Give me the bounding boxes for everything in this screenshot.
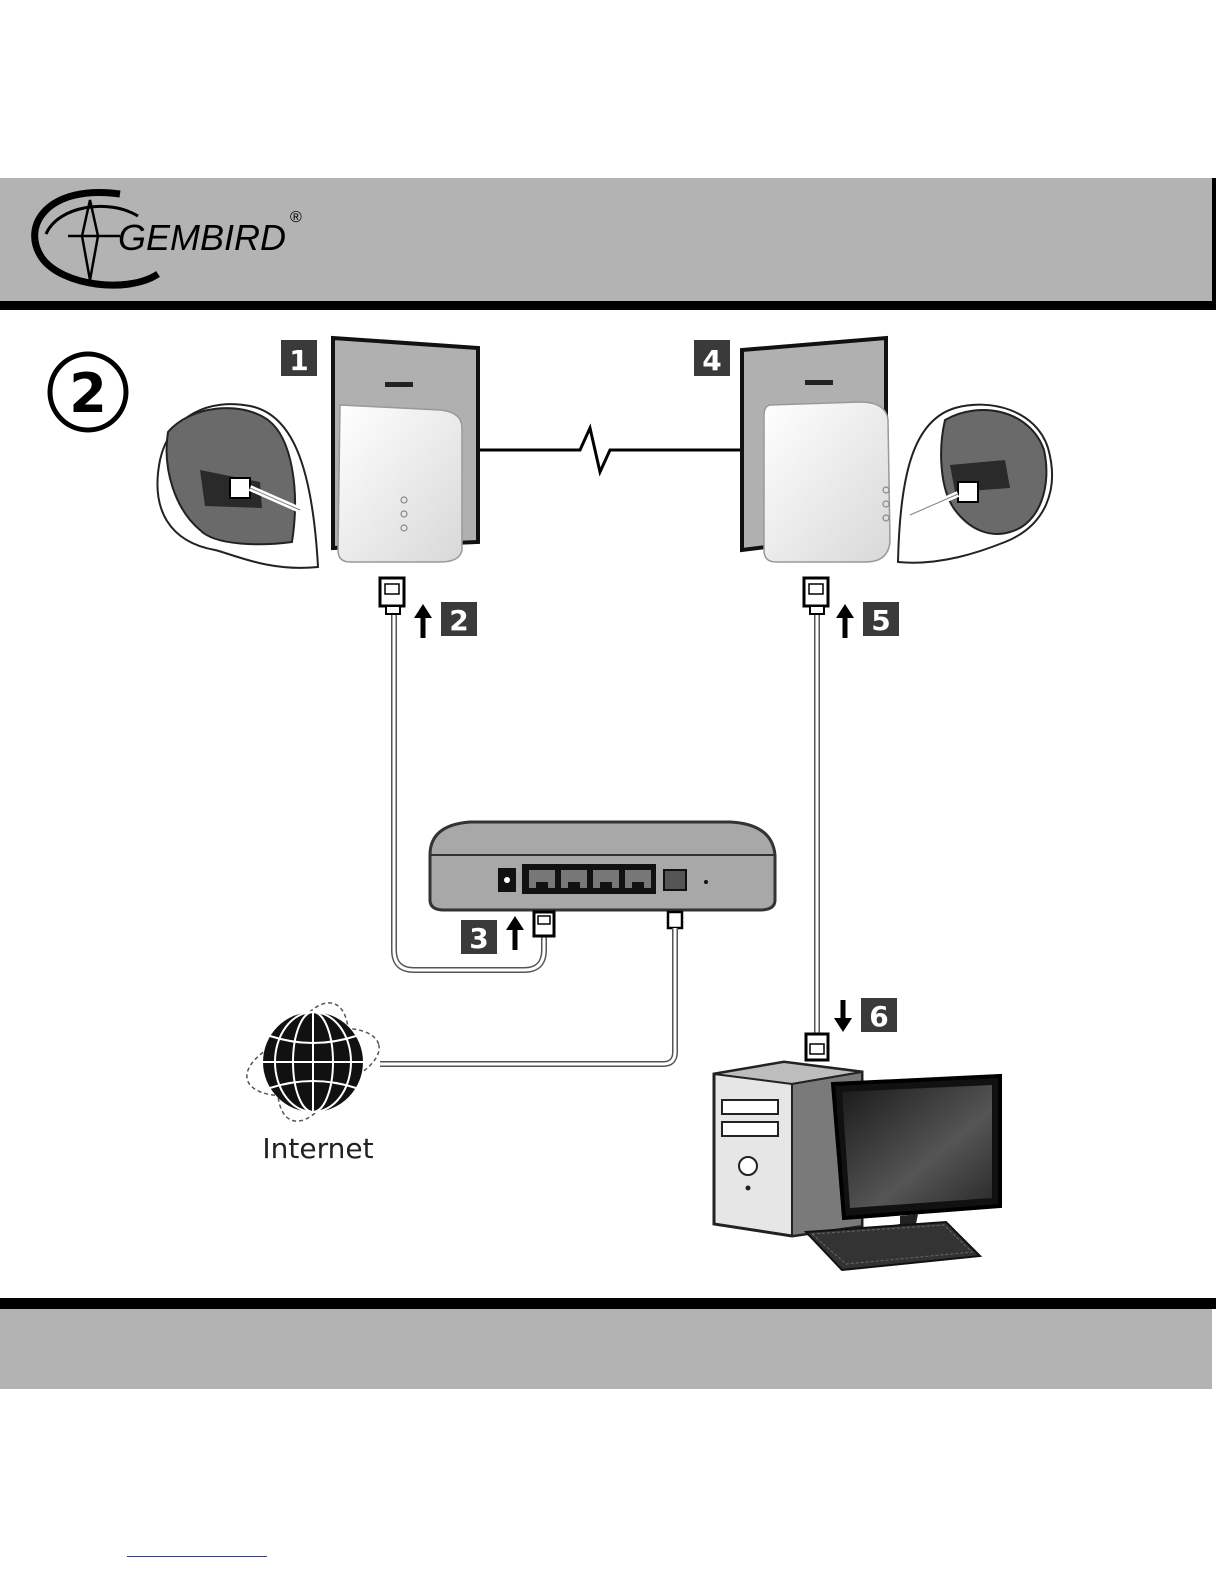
pc-monitor: [833, 1076, 1000, 1234]
gembird-logo: GEMBIRD ®: [28, 186, 328, 294]
registered-mark: ®: [290, 209, 302, 226]
arrow-up-3: [506, 916, 524, 950]
router-reset-hole: [704, 880, 708, 884]
footer-band: [0, 1309, 1212, 1389]
brand-name: GEMBIRD: [118, 217, 286, 258]
cable-router-to-internet: [380, 928, 675, 1064]
router: [430, 822, 775, 910]
footer-rule: [0, 1298, 1216, 1309]
internet-label: Internet: [262, 1132, 373, 1165]
logo-arrow: [82, 200, 98, 280]
header-rule: [0, 301, 1216, 310]
adapter-body-4: [764, 402, 890, 562]
powerline-adapter-4: [742, 338, 890, 562]
wall-slot-4: [805, 380, 833, 385]
svg-text:3: 3: [469, 922, 488, 955]
footer-link-underline: [127, 1556, 267, 1557]
cable-adapter1-to-router: [394, 610, 544, 970]
port-callout-right: [898, 405, 1052, 563]
badge-6: 6: [861, 998, 897, 1033]
wall-slot-1: [385, 382, 413, 387]
powerline-link: [480, 428, 740, 472]
step-number: 2: [69, 362, 107, 425]
rj45-plug-pc: [806, 1034, 828, 1060]
arrow-up-2: [414, 604, 432, 638]
svg-text:1: 1: [289, 344, 308, 377]
rj45-plug-top-left: [380, 578, 404, 614]
router-wan-port: [664, 870, 686, 890]
badge-4: 4: [694, 340, 730, 377]
svg-text:2: 2: [449, 604, 468, 637]
badge-1: 1: [281, 340, 317, 377]
globe-icon: [240, 993, 387, 1130]
svg-text:4: 4: [702, 344, 721, 377]
step-indicator: 2: [50, 354, 126, 430]
pc-keyboard: [806, 1222, 980, 1270]
badge-5: 5: [863, 602, 899, 637]
badge-2: 2: [441, 602, 477, 637]
arrow-down-6: [834, 1000, 852, 1032]
router-lan-ports: [522, 864, 656, 894]
powerline-adapter-1: [333, 338, 478, 562]
badge-3: 3: [461, 920, 497, 955]
desktop-computer: [714, 1062, 1000, 1270]
rj45-plug-router-lan: [534, 912, 554, 936]
port-callout-left: [157, 404, 318, 568]
arrow-up-5: [836, 604, 854, 638]
rj45-plug-router-wan: [668, 912, 682, 928]
svg-text:5: 5: [871, 604, 890, 637]
rj45-plug-top-right: [804, 578, 828, 614]
adapter-body-1: [338, 405, 462, 562]
connection-diagram: 2: [0, 310, 1225, 1298]
svg-text:6: 6: [869, 1000, 888, 1033]
